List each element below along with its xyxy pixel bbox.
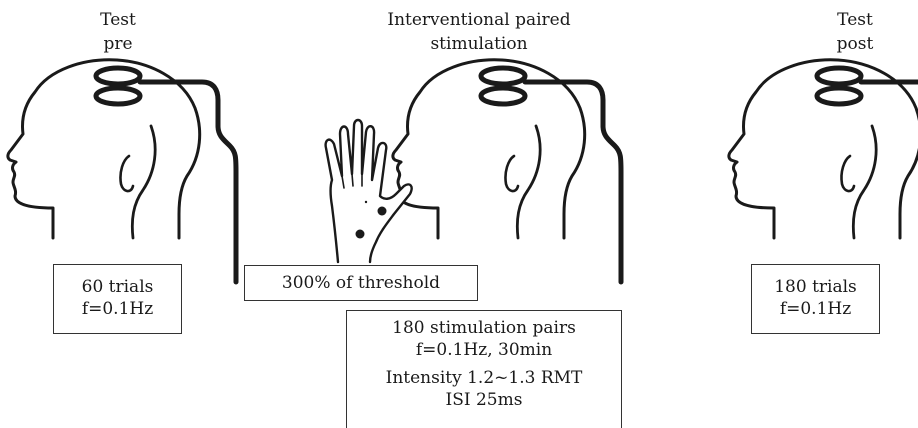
electrode-lower-icon	[356, 230, 365, 239]
threshold-box: 300% of threshold	[244, 265, 478, 301]
head-post-icon	[729, 60, 918, 238]
phase-title-pre: Test pre	[78, 8, 158, 56]
pre-trials-box: 60 trials f=0.1Hz	[53, 264, 182, 334]
phase-title-post: Test post	[815, 8, 895, 56]
phase-title-intervention: Interventional paired stimulation	[354, 8, 604, 56]
coil-pre-icon	[96, 68, 236, 282]
stimulation-details-box: 180 stimulation pairs f=0.1Hz, 30min Int…	[346, 310, 622, 428]
electrode-upper-icon	[378, 207, 387, 216]
electrode-dot-icon	[365, 201, 367, 203]
post-trials-box: 180 trials f=0.1Hz	[751, 264, 880, 334]
head-intervention-icon	[393, 60, 585, 238]
coil-post-icon	[817, 68, 918, 282]
head-pre-icon	[8, 60, 200, 238]
coil-intervention-icon	[481, 68, 621, 282]
hand-icon	[326, 120, 412, 262]
